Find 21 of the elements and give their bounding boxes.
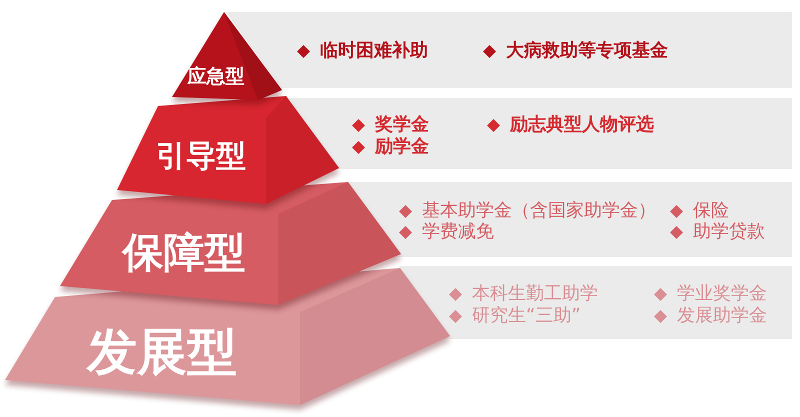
tier-label: 引导型 [156, 142, 246, 172]
list-item: 研究生“三助” [472, 307, 581, 325]
list-item: 发展助学金 [677, 307, 767, 325]
list-item: 助学贷款 [693, 223, 765, 241]
info-band [226, 12, 792, 88]
tier-label: 应急型 [188, 68, 244, 86]
info-band [348, 182, 792, 257]
tier-label: 保障型 [122, 232, 246, 274]
list-item: 学费减免 [422, 223, 494, 241]
info-band [288, 98, 792, 169]
list-item: 学业奖学金 [677, 285, 767, 303]
list-item: 奖学金 [375, 116, 429, 134]
list-item: 励学金 [375, 138, 429, 156]
info-band [399, 266, 792, 339]
list-item: 本科生勤工助学 [472, 285, 598, 303]
list-item: 大病救助等专项基金 [506, 42, 668, 60]
tier-label: 发展型 [87, 327, 237, 377]
list-item: 基本助学金（含国家助学金） [422, 202, 656, 220]
list-item: 励志典型人物评选 [510, 116, 654, 134]
list-item: 保险 [693, 202, 729, 220]
list-item: 临时困难补助 [320, 42, 428, 60]
